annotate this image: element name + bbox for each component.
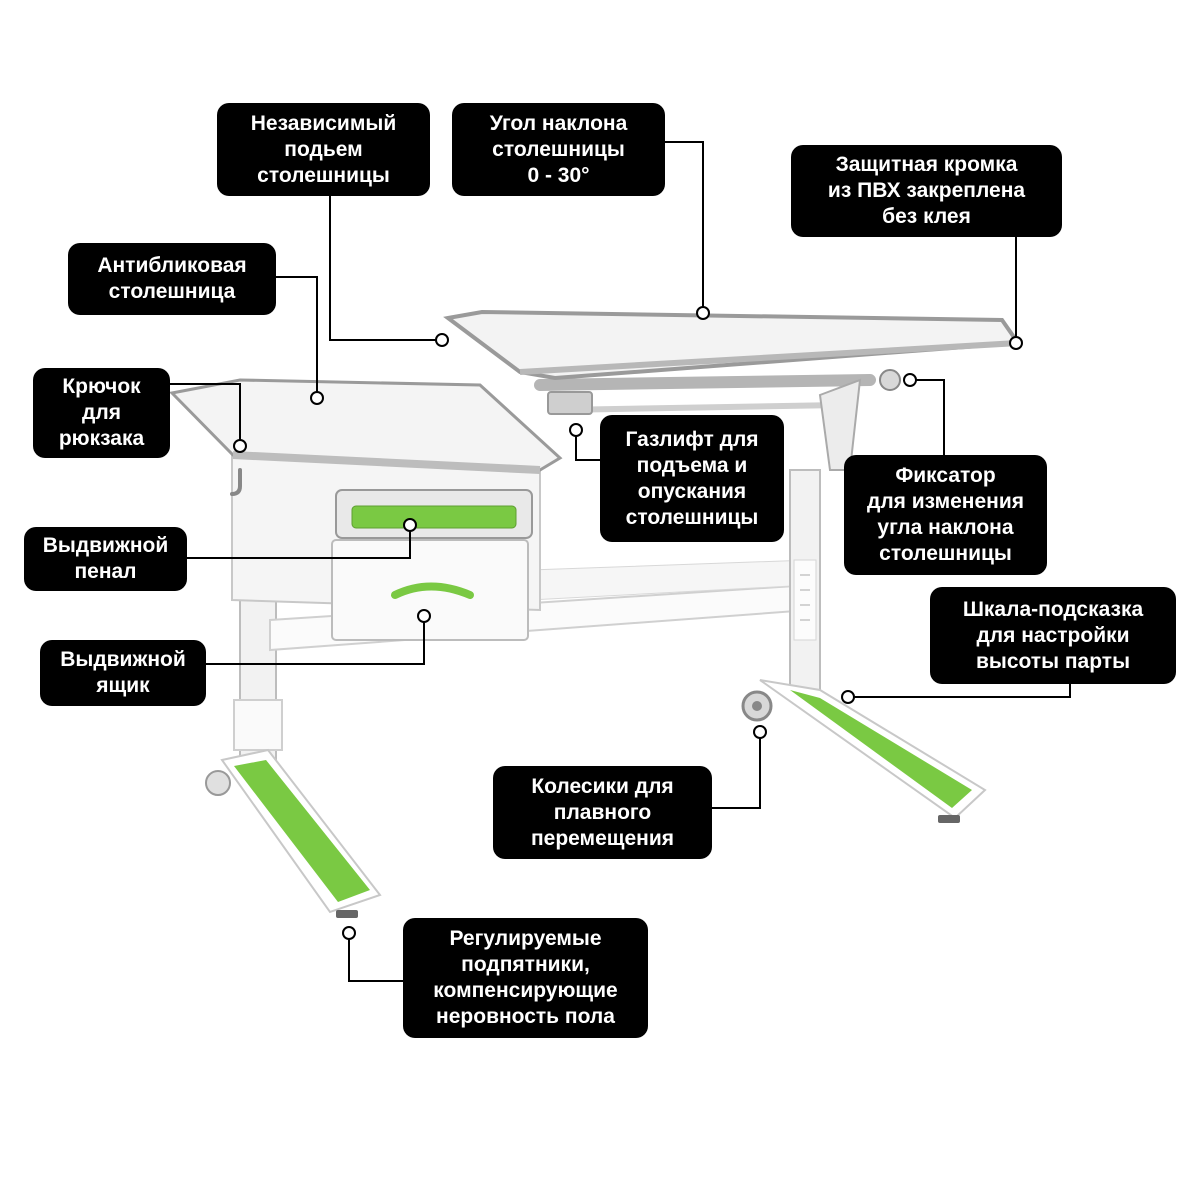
callout-backpack-hook: Крючок для рюкзака: [33, 368, 170, 458]
drawer-handle: [391, 582, 474, 599]
callout-pencil-drawer: Выдвижной пенал: [24, 527, 187, 591]
tilt-lock-knob: [879, 369, 901, 391]
callout-drawer: Выдвижной ящик: [40, 640, 206, 706]
callout-independent-lift: Независимый подьем столешницы: [217, 103, 430, 196]
leader-lines: [170, 141, 1071, 982]
drawer-cabinet: [230, 448, 541, 641]
gas-lift: [547, 391, 593, 415]
backpack-hook: [230, 468, 242, 496]
callout-tilt-lock: Фиксатор для изменения угла наклона стол…: [844, 455, 1047, 575]
left-wheel: [205, 770, 231, 796]
callout-anti-glare: Антибликовая столешница: [68, 243, 276, 315]
tilt-mechanism: [534, 369, 901, 471]
left-foot: [220, 748, 382, 918]
callout-height-scale: Шкала-подсказка для настройки высоты пар…: [930, 587, 1176, 684]
callout-tilt-angle: Угол наклона столешницы 0 - 30°: [452, 103, 665, 196]
right-leg: [789, 469, 821, 701]
height-scale: [793, 559, 817, 641]
anti-glare-tabletop: [168, 378, 563, 472]
callout-gas-lift: Газлифт для подъема и опускания столешни…: [600, 415, 784, 542]
right-foot: [741, 679, 987, 823]
leader-dots: [233, 306, 1023, 940]
callout-pvc-edge: Защитная кромка из ПВХ закреплена без кл…: [791, 145, 1062, 237]
callout-adjustable-feet: Регулируемые подпятники, компенсирующие …: [403, 918, 648, 1038]
left-adjustable-foot: [336, 910, 358, 918]
right-adjustable-foot: [938, 815, 960, 823]
callout-wheels: Колесики для плавного перемещения: [493, 766, 712, 859]
